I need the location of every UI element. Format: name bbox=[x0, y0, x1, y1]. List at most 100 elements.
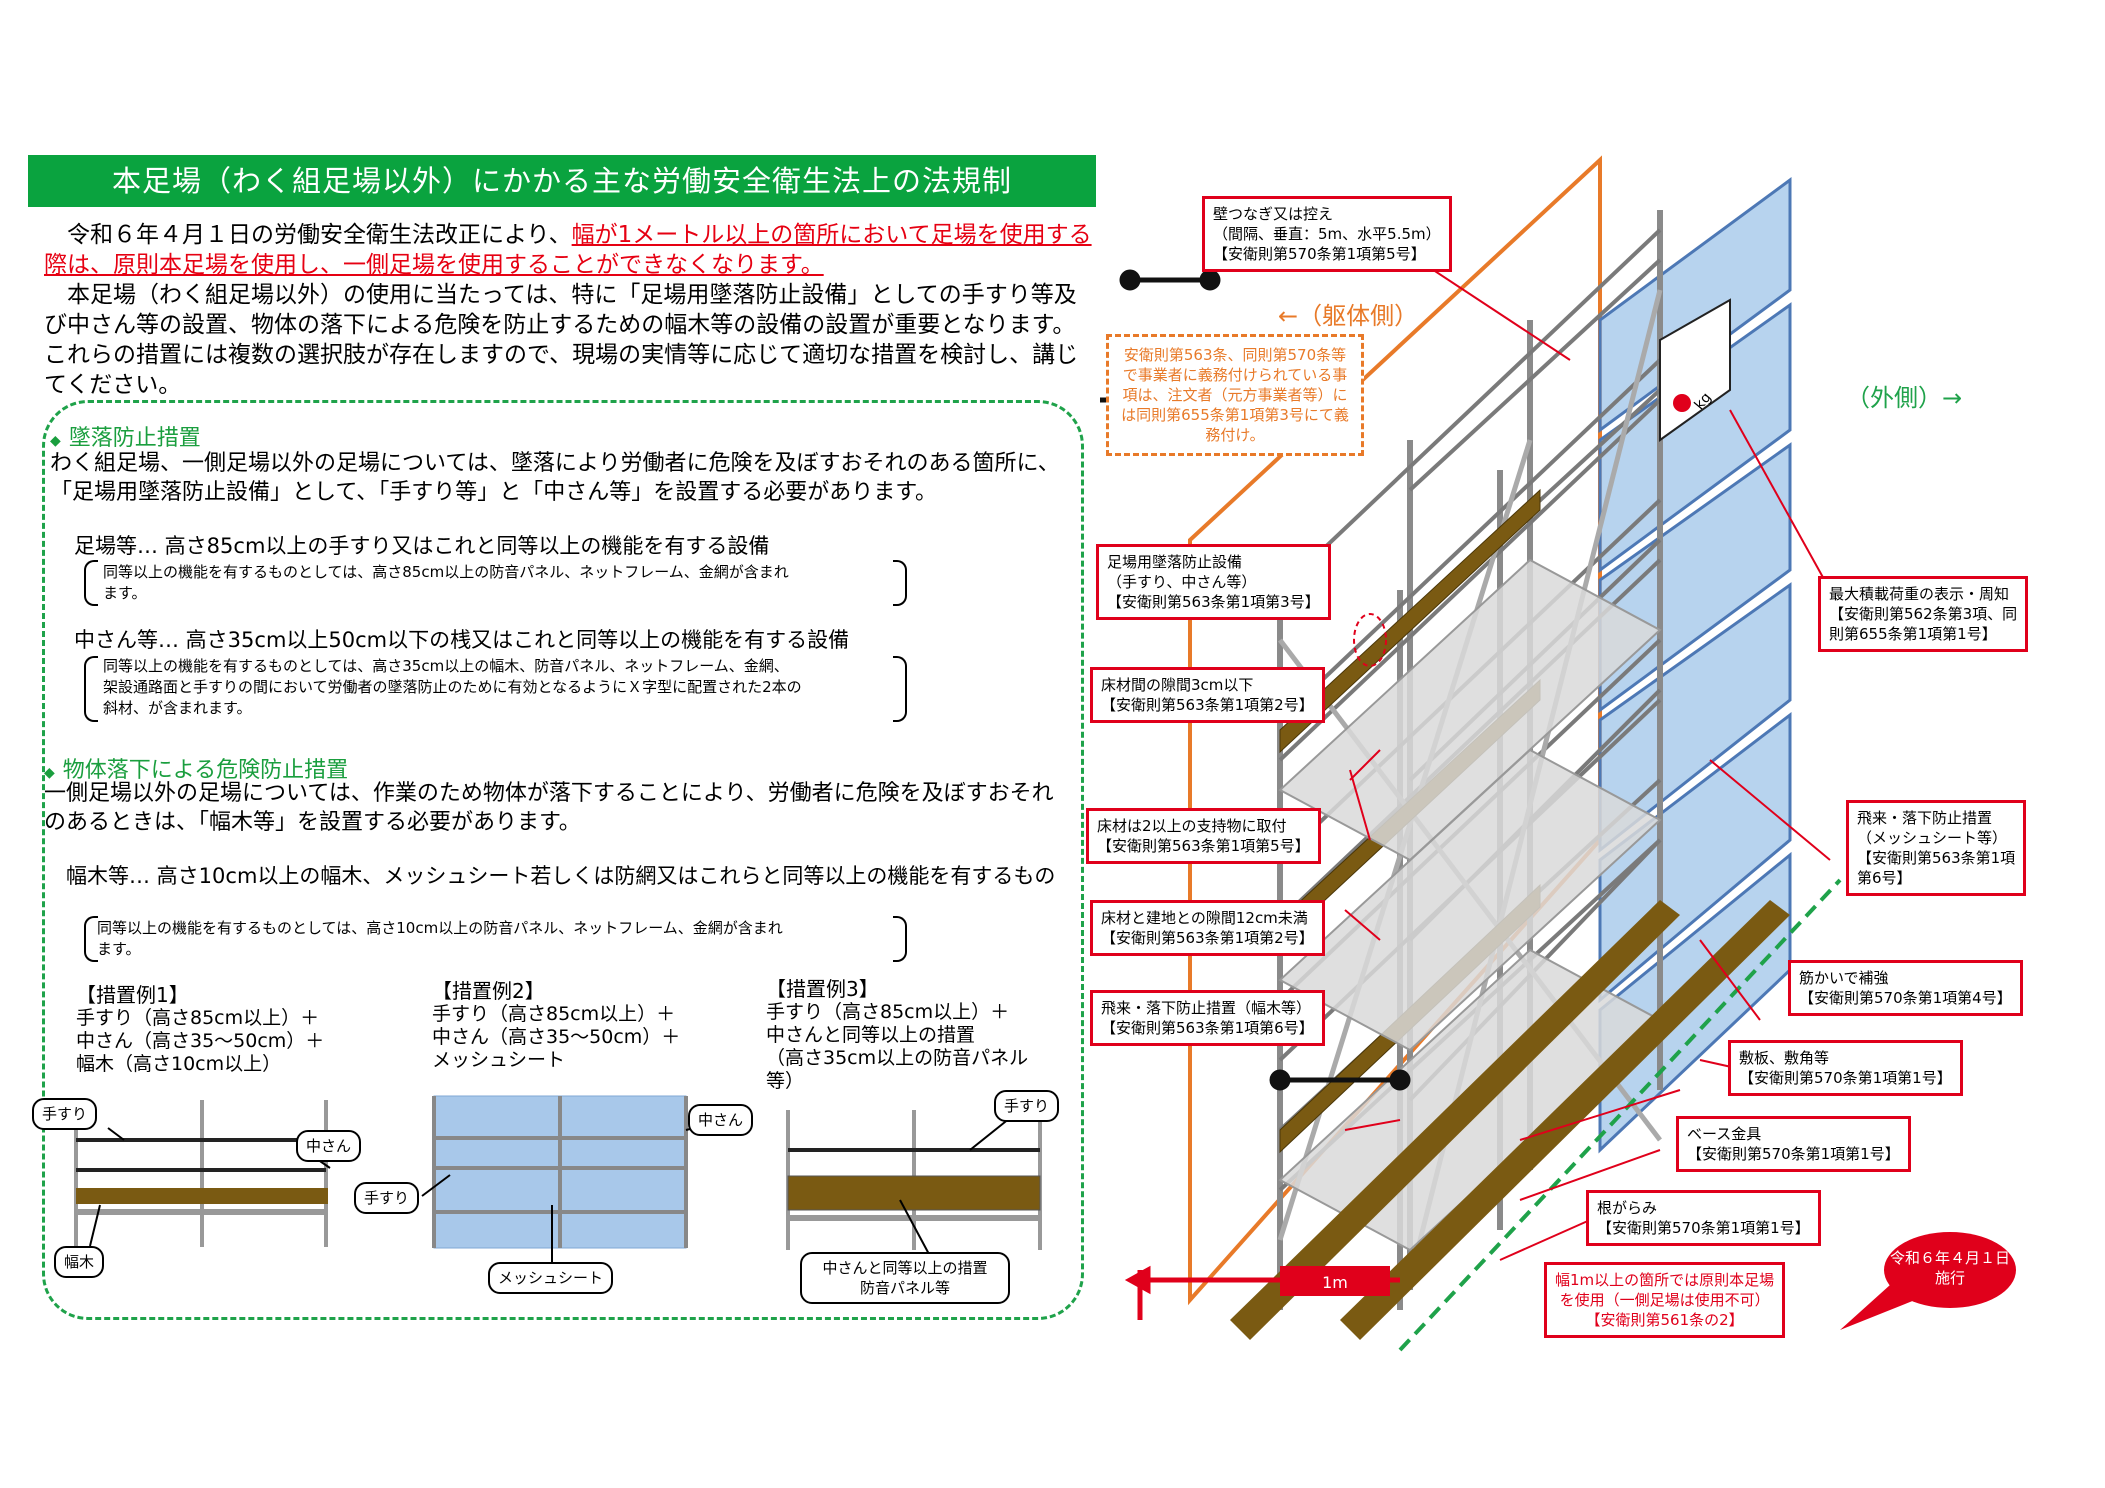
example-3: 【措置例3】 手すり（高さ85cm以上）＋ 中さんと同等以上の措置 （高さ35c… bbox=[766, 978, 1036, 1093]
example-2: 【措置例2】 手すり（高さ85cm以上）＋ 中さん（高さ35～50cm）＋ メッ… bbox=[432, 980, 752, 1072]
inner-side-label: ←（躯体側） bbox=[1278, 302, 1419, 330]
intro-p1-red: 幅が1メートル以上の箇所において足場を使用する際は、原則本足場を使用し、一側足場… bbox=[44, 222, 1092, 278]
box-line: （メッシュシート等） bbox=[1857, 829, 2008, 847]
example-1-line: 中さん（高さ35～50cm）＋ bbox=[76, 1030, 325, 1052]
box-line: ベース金具 bbox=[1687, 1125, 1762, 1143]
drop-heading-label: 物体落下による危険防止措置 bbox=[62, 758, 349, 783]
box-floor-gap: 床材間の隙間3cm以下 【安衛則第563条第1項第2号】 bbox=[1090, 667, 1325, 723]
box-line: 【安衛則第562条第3項、同 bbox=[1829, 605, 2018, 623]
fall-item-2-note: 同等以上の機能を有するものとしては、高さ35cm以上の幅木、防音パネル、ネットフ… bbox=[103, 657, 802, 717]
box-line: 【安衛則第570条第1項第1号】 bbox=[1687, 1145, 1900, 1163]
example-illustrations bbox=[74, 1095, 1042, 1262]
example-2-line: メッシュシート bbox=[432, 1049, 566, 1071]
width-label: 1m bbox=[1322, 1273, 1348, 1292]
callout-panel-line: 防音パネル等 bbox=[859, 1279, 950, 1297]
example-3-title: 【措置例3】 bbox=[766, 977, 879, 1001]
base-sill-boards bbox=[1230, 900, 1790, 1340]
example-1-illustration bbox=[74, 1097, 328, 1247]
fall-item-1-note: 同等以上の機能を有するものとしては、高さ85cm以上の防音パネル、ネットフレーム… bbox=[103, 563, 789, 602]
box-line: 【安衛則第563条第1項 bbox=[1857, 849, 2016, 867]
fall-heading: ◆ 墜落防止措置 bbox=[50, 420, 201, 452]
box-line: 【安衛則第563条第1項第2号】 bbox=[1101, 929, 1314, 947]
drop-item-note: 同等以上の機能を有するものとしては、高さ10cm以上の防音パネル、ネットフレーム… bbox=[97, 919, 783, 958]
callout-midrail: 中さん bbox=[688, 1104, 754, 1136]
intro-paragraph-2: 本足場（わく組足場以外）の使用に当たっては、特に「足場用墜落防止設備」としての手… bbox=[44, 282, 1079, 398]
callout-handrail: 手すり bbox=[32, 1098, 98, 1130]
box-line: 幅1m以上の箇所では原則本足場 bbox=[1555, 1271, 1775, 1289]
box-line: 【安衛則第570条第1項第1号】 bbox=[1739, 1069, 1952, 1087]
wall-tie-line: 【安衛則第570条第1項第5号】 bbox=[1213, 245, 1426, 263]
fall-heading-label: 墜落防止措置 bbox=[68, 426, 201, 451]
effective-date-line: 施行 bbox=[1934, 1269, 1965, 1287]
box-line: 【安衛則第570条第1項第1号】 bbox=[1597, 1219, 1810, 1237]
diamond-icon: ◆ bbox=[44, 765, 55, 781]
box-base-plate: ベース金具 【安衛則第570条第1項第1号】 bbox=[1676, 1116, 1911, 1172]
box-line: 【安衛則第563条第1項第5号】 bbox=[1097, 837, 1310, 855]
orderer-note: 安衛則第563条、同則第570条等で事業者に義務付けられている事項は、注文者（元… bbox=[1106, 334, 1364, 456]
example-2-illustration bbox=[432, 1095, 688, 1249]
callout-panel-line: 中さんと同等以上の措置 bbox=[822, 1259, 988, 1277]
page-title: 本足場（わく組足場以外）にかかる主な労働安全衛生法上の法規制 bbox=[28, 155, 1096, 207]
callout-mesh-sheet: メッシュシート bbox=[488, 1262, 614, 1294]
fall-text: わく組足場、一側足場以外の足場については、墜落により労働者に危険を及ぼすおそれの… bbox=[50, 451, 1060, 505]
wall-tie-line: （間隔、垂直：5m、水平5.5m） bbox=[1213, 225, 1441, 243]
callout-handrail: 手すり bbox=[994, 1090, 1060, 1122]
toe-board bbox=[76, 1188, 328, 1204]
intro-p1-plain: 令和６年４月１日の労働安全衛生法改正により、 bbox=[67, 222, 572, 248]
bracket-right bbox=[893, 560, 907, 606]
box-line: 【安衛則第561条の2】 bbox=[1585, 1311, 1744, 1329]
box-line: 飛来・落下防止措置（幅木等） bbox=[1101, 999, 1312, 1017]
effective-date-bubble bbox=[1840, 1232, 2016, 1330]
box-line: 【安衛則第563条第1項第2号】 bbox=[1101, 696, 1314, 714]
width-label-bg bbox=[1280, 1266, 1390, 1296]
callout-handrail: 手すり bbox=[354, 1182, 420, 1214]
callout-panel: 中さんと同等以上の措置 防音パネル等 bbox=[800, 1252, 1010, 1304]
example-3-line: 手すり（高さ85cm以上）＋ bbox=[766, 1001, 1010, 1023]
wall-tie-box: 壁つなぎ又は控え （間隔、垂直：5m、水平5.5m） 【安衛則第570条第1項第… bbox=[1202, 196, 1452, 272]
box-line: 床材は2以上の支持物に取付 bbox=[1097, 817, 1287, 835]
callout-midrail: 中さん bbox=[296, 1130, 362, 1162]
fall-item-2: 中さん等… 高さ35cm以上50cm以下の桟又はこれと同等以上の機能を有する設備 bbox=[74, 628, 850, 652]
intro-text: 令和６年４月１日の労働安全衛生法改正により、幅が1メートル以上の箇所において足場… bbox=[44, 220, 1094, 400]
example-1-line: 手すり（高さ85cm以上）＋ bbox=[76, 1007, 320, 1029]
box-sill-board: 敷板、敷角等 【安衛則第570条第1項第1号】 bbox=[1728, 1040, 1963, 1096]
example-1-title: 【措置例1】 bbox=[76, 983, 189, 1007]
box-floor-support: 床材は2以上の支持物に取付 【安衛則第563条第1項第5号】 bbox=[1086, 808, 1321, 864]
box-fall-prevention: 足場用墜落防止設備 （手すり、中さん等） 【安衛則第563条第1項第3号】 bbox=[1096, 544, 1331, 620]
example-3-illustration bbox=[786, 1110, 1042, 1250]
example-3-line: 中さんと同等以上の措置 bbox=[766, 1024, 976, 1046]
outer-side-label: （外側）→ bbox=[1846, 384, 1963, 412]
intro-paragraph-1: 令和６年４月１日の労働安全衛生法改正により、幅が1メートル以上の箇所において足場… bbox=[44, 220, 1094, 280]
box-main-scaffold-rule: 幅1m以上の箇所では原則本足場 を使用（一側足場は使用不可） 【安衛則第561条… bbox=[1544, 1262, 1786, 1338]
bracket-left bbox=[84, 916, 98, 962]
box-line: 根がらみ bbox=[1597, 1199, 1658, 1217]
box-line: 飛来・落下防止措置 bbox=[1857, 809, 1993, 827]
bracket-right bbox=[893, 916, 907, 962]
box-line: 【安衛則第570条第1項第4号】 bbox=[1799, 989, 2012, 1007]
panel bbox=[787, 1175, 1041, 1211]
load-sign-dot bbox=[1673, 394, 1691, 412]
box-line: 敷板、敷角等 bbox=[1739, 1049, 1830, 1067]
boundary-line bbox=[1398, 878, 1842, 1352]
diamond-icon: ◆ bbox=[50, 433, 61, 449]
box-floor-post-gap: 床材と建地との隙間12cm未満 【安衛則第563条第1項第2号】 bbox=[1090, 900, 1325, 956]
scaffold-diagram: kg 1m bbox=[1100, 155, 1842, 1352]
box-max-load: 最大積載荷重の表示・周知 【安衛則第562条第3項、同 則第655条第1項第1号… bbox=[1818, 576, 2029, 652]
box-mesh-sheet: 飛来・落下防止措置 （メッシュシート等） 【安衛則第563条第1項 第6号】 bbox=[1846, 800, 2027, 896]
box-line: 則第655条第1項第1号】 bbox=[1829, 625, 1997, 643]
bracket-left bbox=[84, 656, 98, 722]
box-line: 床材と建地との隙間12cm未満 bbox=[1101, 909, 1308, 927]
box-line: 床材間の隙間3cm以下 bbox=[1101, 676, 1254, 694]
fall-item-1: 足場等… 高さ85cm以上の手すり又はこれと同等以上の機能を有する設備 bbox=[74, 534, 770, 558]
bracket-left bbox=[84, 560, 98, 606]
box-line: 筋かいで補強 bbox=[1799, 969, 1889, 987]
example-2-line: 手すり（高さ85cm以上）＋ bbox=[432, 1003, 676, 1025]
measures-frame bbox=[42, 400, 1084, 1320]
effective-date-line: 令和６年４月１日 bbox=[1889, 1249, 2010, 1267]
drop-heading: ◆ 物体落下による危険防止措置 bbox=[44, 752, 348, 784]
box-line: 第6号】 bbox=[1857, 869, 1912, 887]
example-1-line: 幅木（高さ10cm以上） bbox=[76, 1053, 282, 1075]
example-1: 【措置例1】 手すり（高さ85cm以上）＋ 中さん（高さ35～50cm）＋ 幅木… bbox=[76, 984, 396, 1076]
box-line: 最大積載荷重の表示・周知 bbox=[1829, 585, 2010, 603]
bracket-right bbox=[893, 656, 907, 722]
